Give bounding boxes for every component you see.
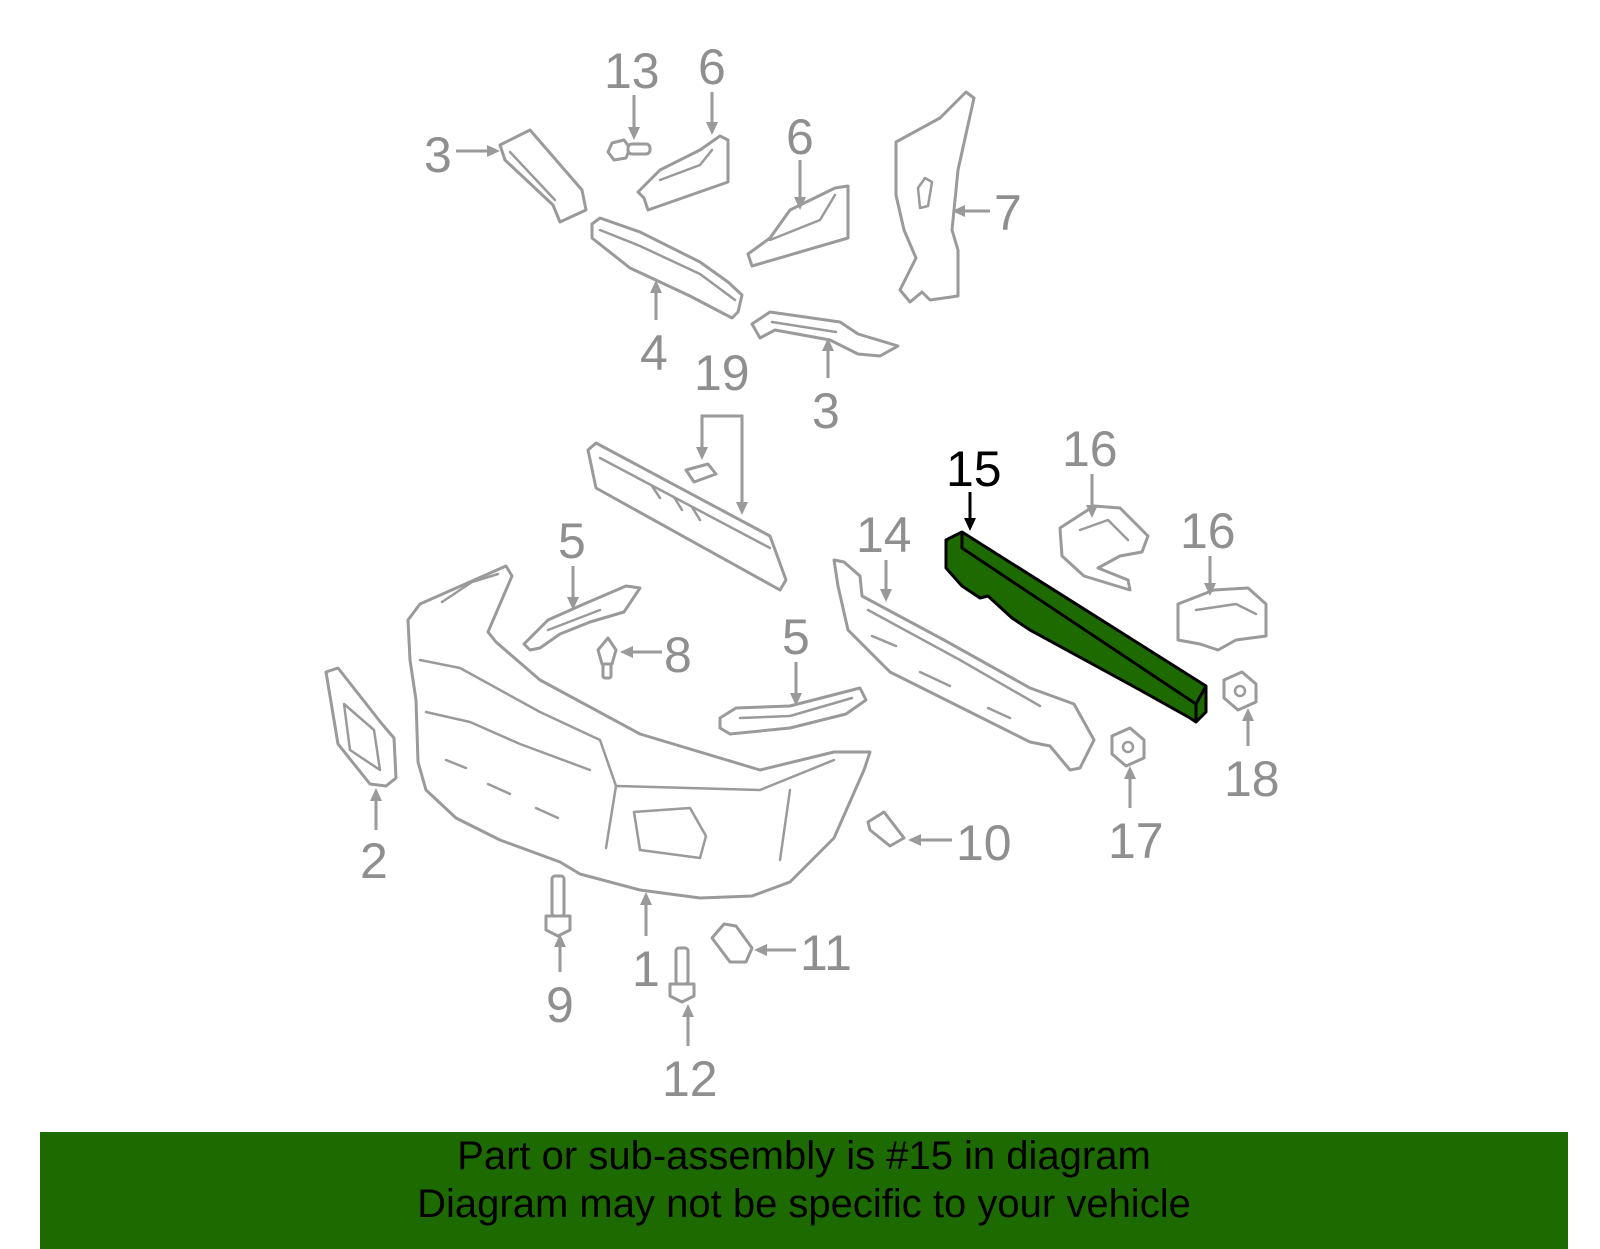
- part-2-fog-bezel[interactable]: [324, 666, 398, 788]
- leader-lines: [370, 92, 1254, 1046]
- callout-12: 12: [662, 1051, 718, 1107]
- callout-8: 8: [664, 627, 692, 683]
- part-16-lower-bracket[interactable]: [1176, 586, 1268, 652]
- callout-1: 1: [632, 941, 660, 997]
- callout-11: 11: [800, 925, 852, 981]
- callout-labels: 3 13 6 6 7 4 19 3 5 8 5 14 2 10 1 9 11 1…: [360, 39, 1280, 1107]
- part-9-bolt[interactable]: [544, 874, 572, 938]
- part-15-energy-absorber[interactable]: [944, 530, 1208, 724]
- part-4-crossmember[interactable]: [590, 216, 744, 320]
- callout-15-highlighted: 15: [946, 441, 1002, 497]
- callout-9: 9: [546, 977, 574, 1033]
- callout-16-lower: 16: [1180, 503, 1236, 559]
- part-12-bolt[interactable]: [668, 946, 696, 1004]
- part-8-clip[interactable]: [596, 636, 618, 680]
- part-6-lower-bracket[interactable]: [746, 184, 850, 268]
- part-11-retainer[interactable]: [710, 922, 754, 964]
- part-19-grille-panel[interactable]: [586, 441, 788, 592]
- part-1-bumper-cover[interactable]: [406, 564, 872, 900]
- part-3-right-bracket[interactable]: [750, 310, 900, 358]
- callout-13: 13: [604, 43, 660, 99]
- part-6-upper-bracket[interactable]: [636, 134, 730, 212]
- part-17-nut[interactable]: [1110, 726, 1146, 768]
- callout-6-lower: 6: [786, 109, 814, 165]
- part-10-bracket[interactable]: [866, 810, 906, 848]
- callout-6-upper: 6: [698, 39, 726, 95]
- callout-4: 4: [640, 325, 668, 381]
- callout-10: 10: [956, 815, 1012, 871]
- part-14-reinforcement[interactable]: [832, 558, 1096, 772]
- callout-14: 14: [856, 507, 912, 563]
- part-5-upper-bracket[interactable]: [522, 584, 642, 652]
- callout-5-upper: 5: [558, 513, 586, 569]
- callout-18: 18: [1224, 751, 1280, 807]
- callout-17: 17: [1108, 813, 1164, 869]
- banner-line-disclaimer: Diagram may not be specific to your vehi…: [417, 1182, 1191, 1226]
- part-7-pillar[interactable]: [894, 90, 976, 304]
- part-16-upper-bracket[interactable]: [1058, 504, 1150, 592]
- info-banner: Part or sub-assembly is #15 in diagram D…: [40, 1132, 1568, 1249]
- part-13-bolt[interactable]: [606, 138, 652, 162]
- part-18-nut[interactable]: [1222, 670, 1258, 712]
- banner-line-part-number: Part or sub-assembly is #15 in diagram: [457, 1134, 1151, 1178]
- part-3-left-bracket[interactable]: [498, 128, 588, 224]
- callout-3-upper: 3: [424, 127, 452, 183]
- callout-19: 19: [694, 345, 750, 401]
- part-5-lower-bracket[interactable]: [718, 686, 868, 736]
- callout-7: 7: [994, 185, 1022, 241]
- callout-3-lower: 3: [812, 383, 840, 439]
- callout-5-lower: 5: [782, 609, 810, 665]
- callout-2: 2: [360, 833, 388, 889]
- callout-16-upper: 16: [1062, 421, 1118, 477]
